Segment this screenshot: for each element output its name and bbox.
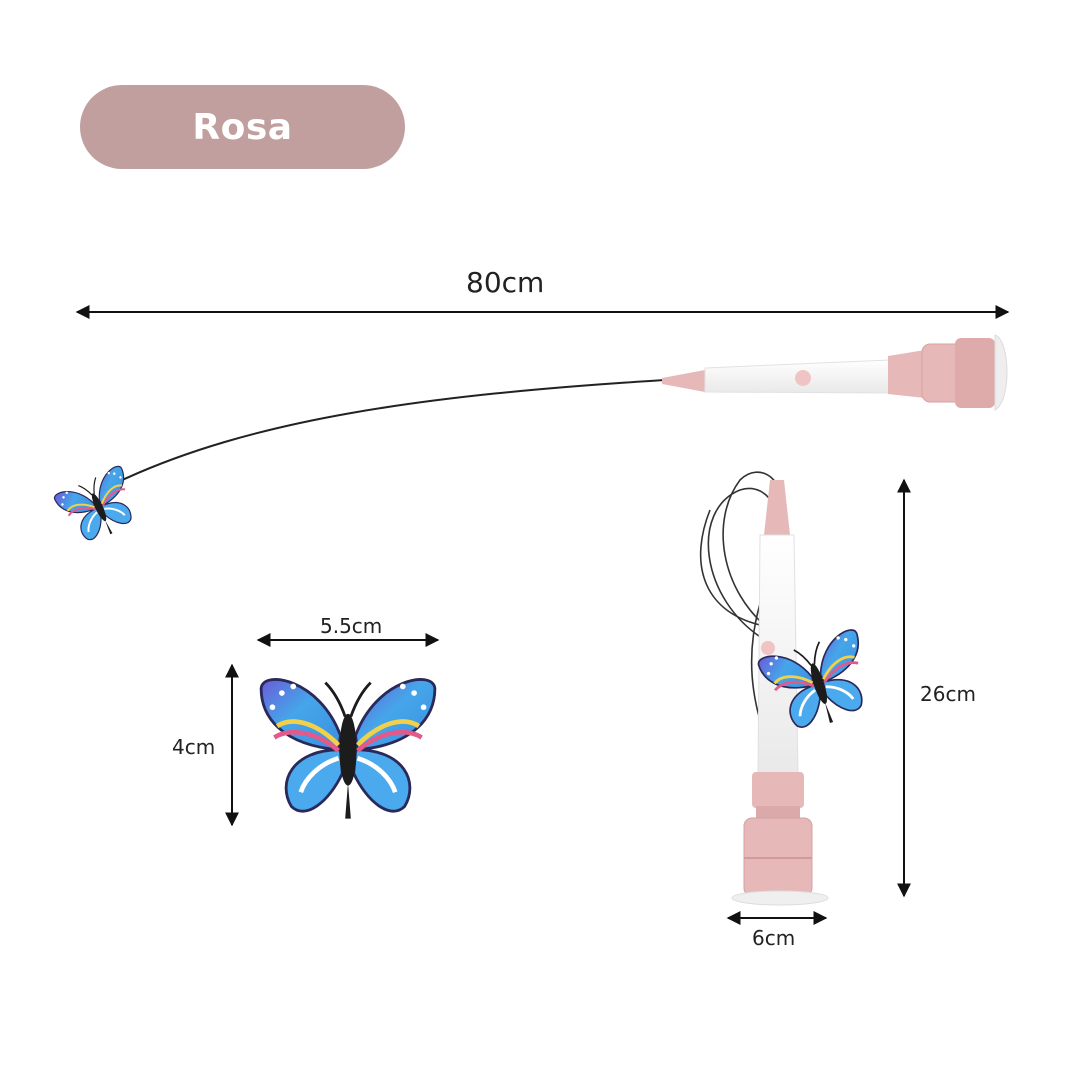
variant-label: Rosa [192, 106, 293, 148]
butterfly-height-label: 4cm [172, 735, 216, 759]
toy-vertical [699, 471, 829, 906]
wire [117, 379, 666, 483]
base-width-label: 6cm [752, 926, 796, 950]
variant-badge: Rosa [80, 85, 405, 169]
toy-horizontal [662, 334, 1008, 411]
device-height-label: 26cm [920, 682, 976, 706]
butterfly-closeup [261, 679, 435, 818]
length-label: 80cm [466, 266, 545, 299]
butterfly-on-wire [51, 463, 147, 551]
butterfly-width-label: 5.5cm [320, 614, 383, 638]
